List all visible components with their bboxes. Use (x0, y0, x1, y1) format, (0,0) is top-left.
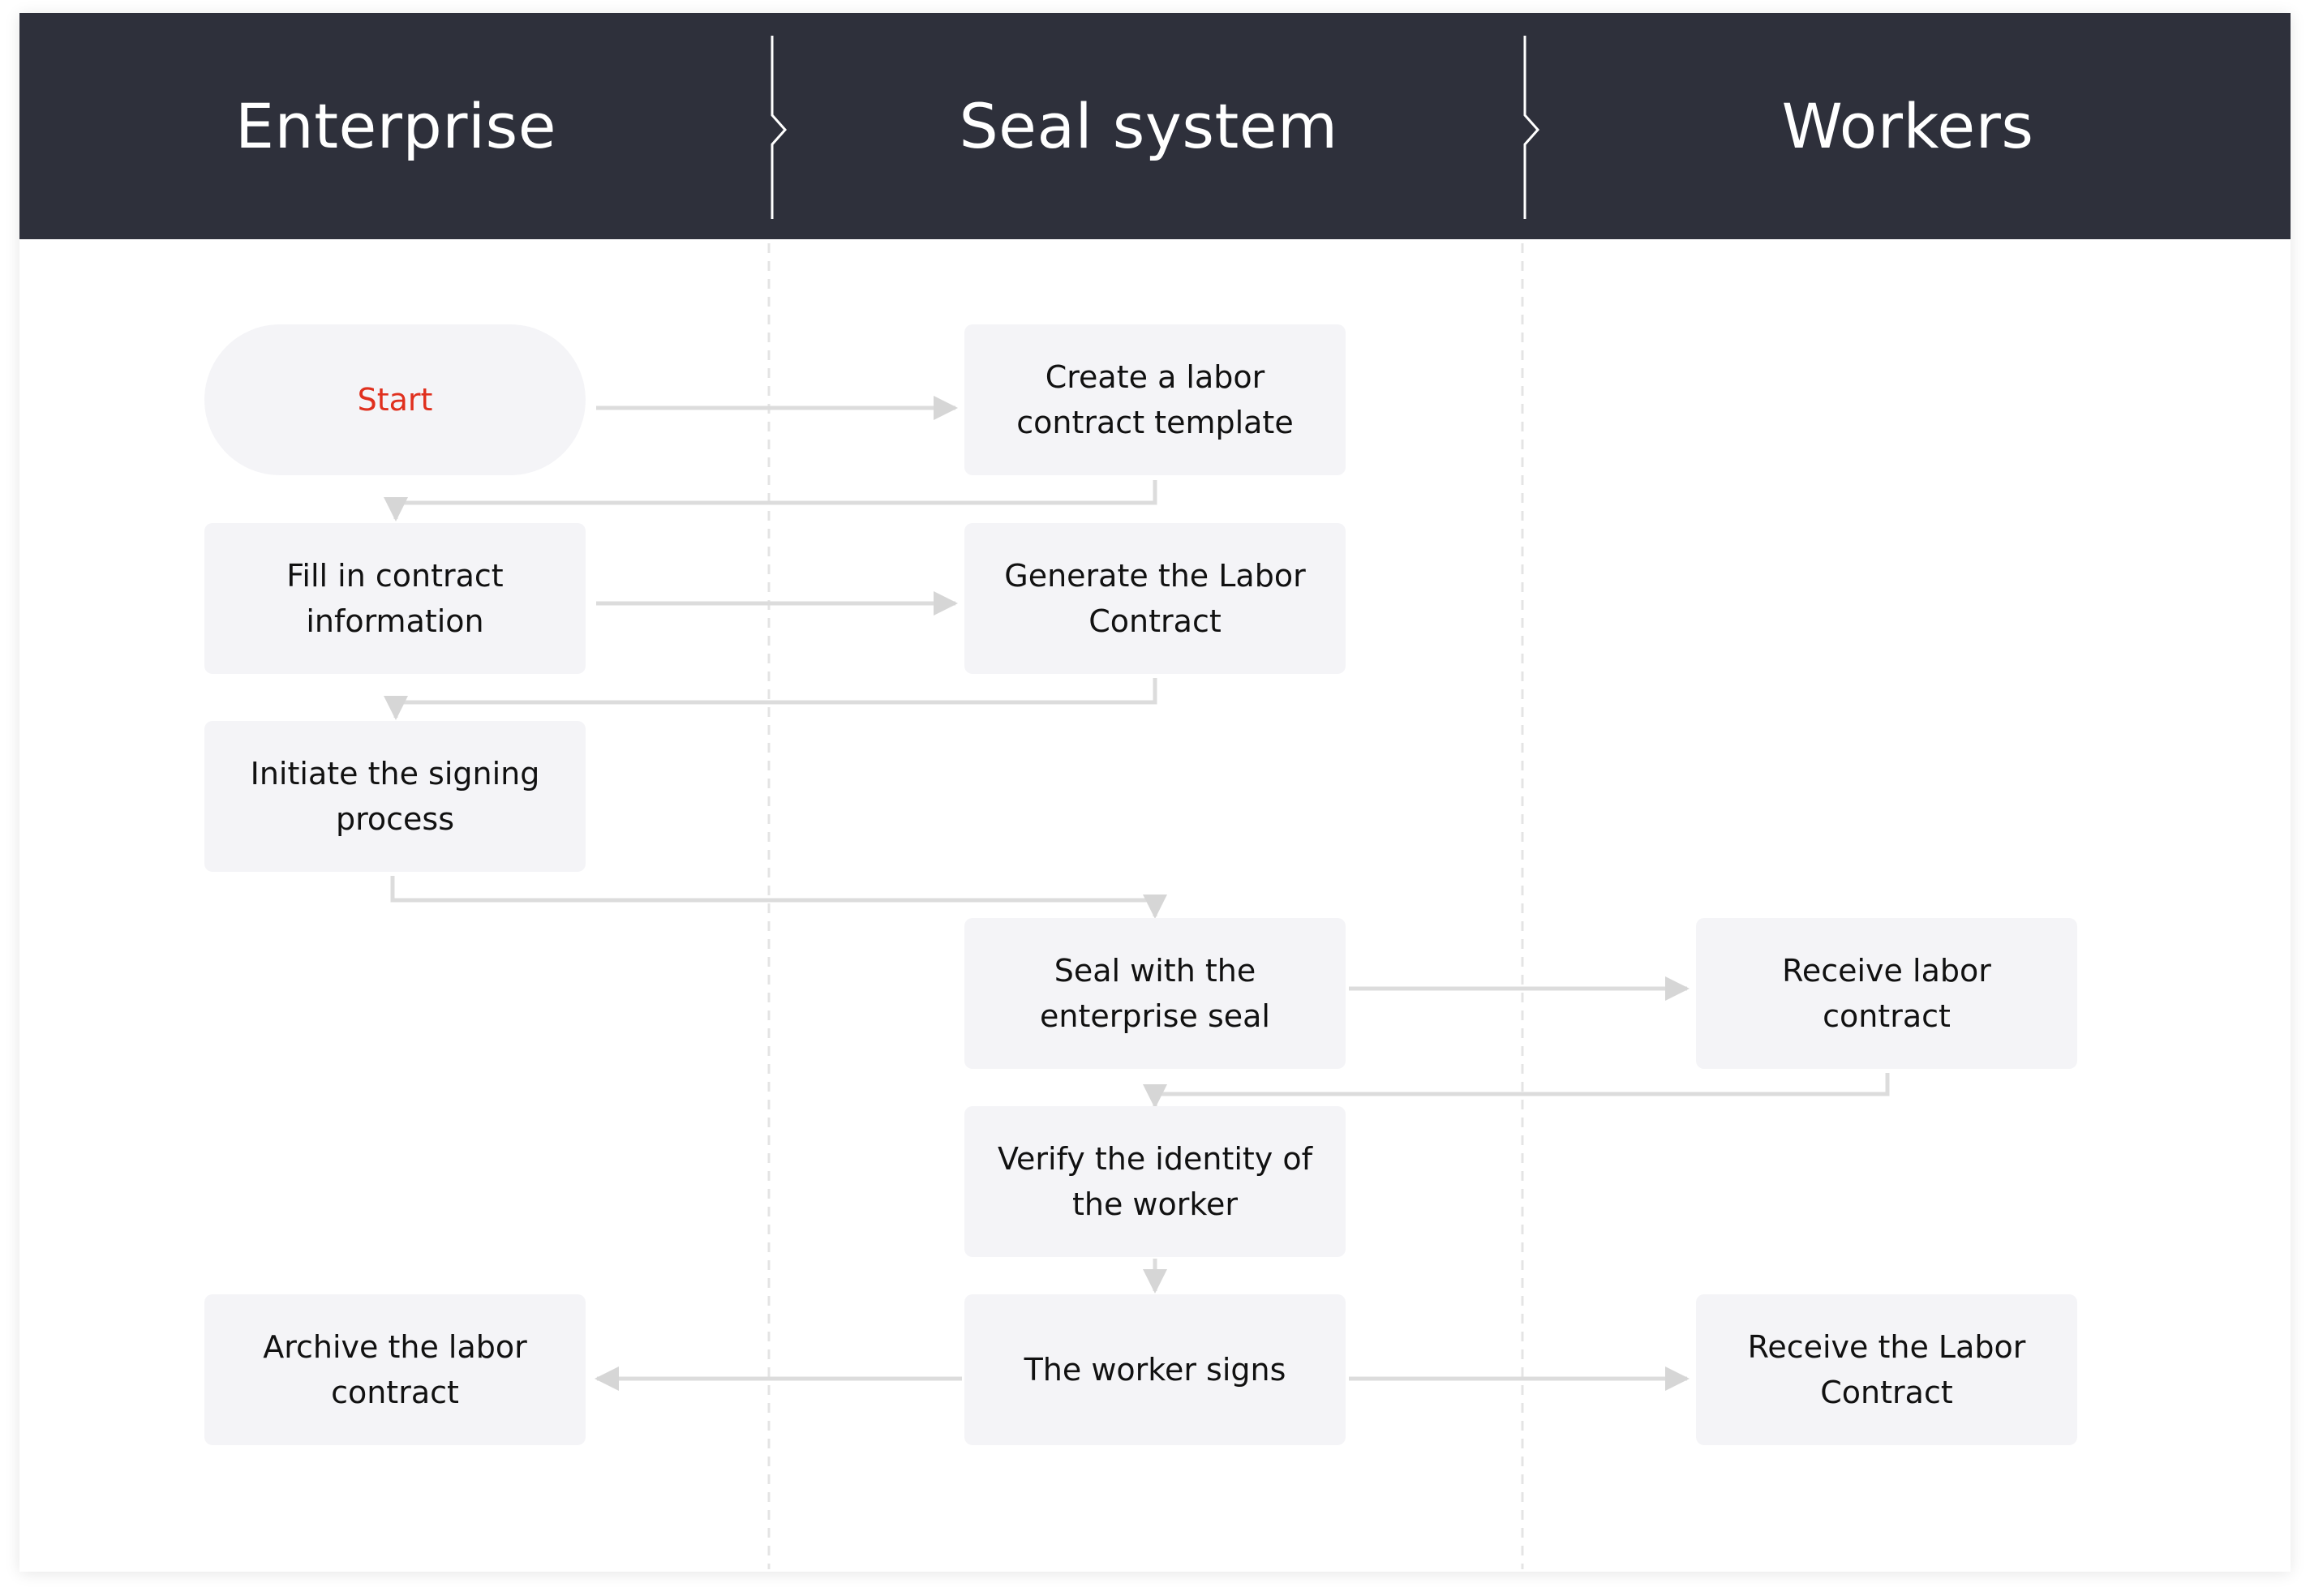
node-generate-contract[interactable]: Generate the Labor Contract (964, 523, 1346, 674)
node-receive-final-contract[interactable]: Receive the Labor Contract (1696, 1294, 2077, 1445)
lane-title-seal-system: Seal system (959, 90, 1338, 162)
arrow-initiate-to-seal (390, 876, 1167, 919)
node-initiate-signing[interactable]: Initiate the signing process (204, 721, 586, 872)
node-archive-contract[interactable]: Archive the labor contract (204, 1294, 586, 1445)
header-lane-separator-1 (771, 36, 788, 219)
arrow-receive-to-verify (1143, 1073, 1890, 1109)
node-start[interactable]: Start (204, 324, 586, 475)
arrow-generate-to-initiate (384, 678, 1157, 720)
arrow-create-to-fill (384, 480, 1157, 521)
lane-title-workers: Workers (1781, 90, 2034, 162)
node-fill-info[interactable]: Fill in contract information (204, 523, 586, 674)
lane-title-enterprise: Enterprise (235, 90, 556, 162)
node-seal-enterprise[interactable]: Seal with the enterprise seal (964, 918, 1346, 1069)
node-receive-labor-contract[interactable]: Receive labor contract (1696, 918, 2077, 1069)
lane-header-bar (19, 13, 2291, 239)
node-verify-identity[interactable]: Verify the identity of the worker (964, 1106, 1346, 1257)
node-worker-signs[interactable]: The worker signs (964, 1294, 1346, 1445)
header-lane-separator-2 (1523, 36, 1540, 219)
node-create-template[interactable]: Create a labor contract template (964, 324, 1346, 475)
